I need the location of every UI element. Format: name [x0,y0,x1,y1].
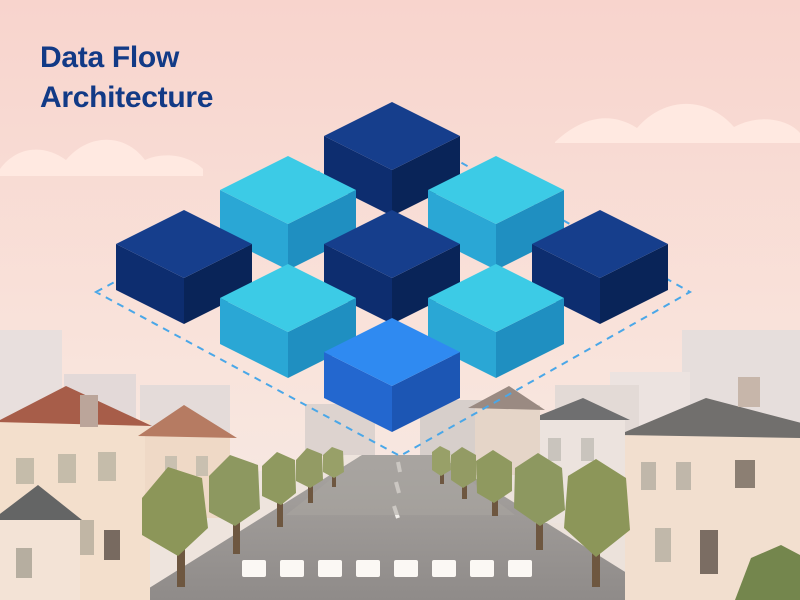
right-block-right-face [600,244,668,324]
crosswalk [242,560,532,577]
lower-left-block-top-face [220,264,356,332]
upper-left-block-top-face [220,156,356,224]
center-block [324,210,460,324]
left-block-top-face [116,210,252,278]
lower-right-block-top-face [428,264,564,332]
right-foreground-bush [735,545,800,600]
center-block-right-face [392,244,460,324]
top-center-block-top-face [324,102,460,170]
upper-left-block-left-face [220,190,288,270]
bottom-center-block-left-face [324,352,392,432]
lower-left-block-left-face [220,298,288,378]
left-tree-4 [296,448,323,503]
top-center-block [324,102,460,216]
right-tree-1 [564,459,630,587]
right-tree-2 [514,453,565,550]
upper-right-block [428,156,564,270]
center-block-left-face [324,244,392,324]
upper-left-block-right-face [288,190,356,270]
left-tree-5 [323,447,344,487]
right-block [532,210,668,324]
page-title-line-1: Data Flow [40,41,179,74]
dashed-platform-outline [93,126,693,458]
lower-right-block [428,264,564,378]
lower-right-block-right-face [496,298,564,378]
left-tree-1 [142,467,208,587]
left-tree-2 [209,455,260,554]
right-cloud [555,103,800,143]
right-block-top-face [532,210,668,278]
clouds [0,103,800,176]
bottom-center-block-right-face [392,352,460,432]
right-tree-5 [432,446,451,484]
street-trees [142,446,800,600]
lower-left-block-right-face [288,298,356,378]
left-tree-3 [262,452,296,527]
top-center-block-right-face [392,136,460,216]
page-title: Data Flow Architecture [40,38,300,118]
left-block-right-face [184,244,252,324]
top-center-block-left-face [324,136,392,216]
left-cloud [0,139,203,176]
upper-left-block [220,156,356,270]
left-front-house [0,485,82,600]
right-tree-3 [476,450,512,516]
page-title-line-2: Architecture [40,81,214,114]
bottom-center-block-top-face [324,318,460,386]
center-block-top-face [324,210,460,278]
data-flow-blocks [116,102,668,432]
left-block [116,210,252,324]
upper-right-block-top-face [428,156,564,224]
right-block-left-face [532,244,600,324]
upper-right-block-right-face [496,190,564,270]
right-tree-4 [451,447,476,499]
left-block-left-face [116,244,184,324]
lower-left-block [220,264,356,378]
lower-right-block-left-face [428,298,496,378]
bottom-center-block [324,318,460,432]
upper-right-block-left-face [428,190,496,270]
